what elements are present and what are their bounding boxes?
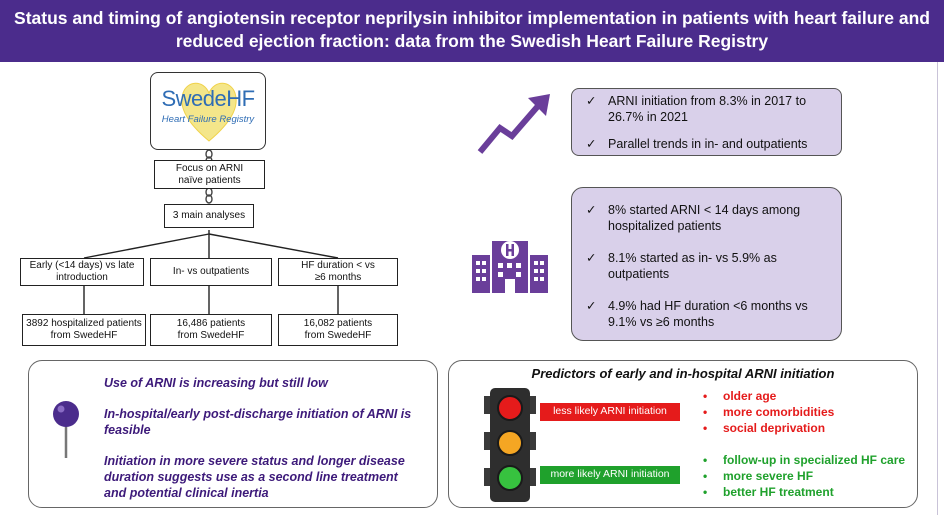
trend-point: ✓ Parallel trends in in- and outpatients [586, 137, 808, 151]
trend-up-icon [477, 94, 550, 154]
population-inout-box: 16,486 patients from SwedeHF [150, 314, 272, 346]
heart-icon [181, 82, 237, 142]
logo-name: SwedeHF [161, 86, 255, 111]
logo-subtitle: Heart Failure Registry [161, 114, 255, 125]
focus-box: Focus on ARNI naïve patients [154, 160, 265, 189]
more-likely-label: more likely ARNI initiation [540, 466, 680, 484]
trend-panel: ✓ ARNI initiation from 8.3% in 2017 to 2… [571, 88, 842, 156]
less-item: •older age [703, 389, 777, 403]
conclusions-panel [28, 360, 438, 508]
branch-duration-box: HF duration < vs ≥6 months [278, 258, 398, 286]
less-item: •social deprivation [703, 421, 826, 435]
page-frame [0, 62, 938, 515]
branch-early-label: Early (<14 days) vs late introduction [29, 260, 135, 283]
more-item: •follow-up in specialized HF care [703, 453, 906, 467]
branch-inout-label: In- vs outpatients [172, 266, 250, 277]
conclusion-3: Initiation in more severe status and lon… [104, 454, 405, 500]
more-item: •better HF treatment [703, 485, 834, 499]
check-icon: ✓ [586, 299, 597, 313]
title-line-2: reduced ejection fraction: data from the… [175, 31, 769, 51]
population-early-text: 3892 hospitalized patients from SwedeHF [26, 318, 142, 341]
conclusion-1: Use of ARNI is increasing but still low [104, 376, 328, 390]
hospital-point: ✓ 8.1% started as in- vs 5.9% as outpati… [586, 251, 777, 281]
trend-point: ✓ ARNI initiation from 8.3% in 2017 to 2… [586, 94, 807, 124]
check-icon: ✓ [586, 203, 597, 217]
swedehf-logo: SwedeHF Heart Failure Registry [150, 72, 266, 150]
pushpin-icon [53, 401, 79, 458]
title-line-1: Status and timing of angiotensin recepto… [14, 8, 930, 28]
analyses-text: 3 main analyses [172, 210, 246, 221]
hospital-point: ✓ 8% started ARNI < 14 days among hospit… [586, 203, 801, 233]
traffic-light-icon [484, 388, 536, 502]
population-early-box: 3892 hospitalized patients from SwedeHF [22, 314, 146, 346]
predictors-title: Predictors of early and in-hospital ARNI… [531, 366, 835, 381]
page-title: Status and timing of angiotensin recepto… [0, 0, 944, 62]
hospital-panel: ✓ 8% started ARNI < 14 days among hospit… [571, 187, 842, 341]
population-inout-text: 16,486 patients from SwedeHF [176, 318, 246, 341]
more-item: •more severe HF [703, 469, 814, 483]
conclusion-2: In-hospital/early post-discharge initiat… [104, 407, 412, 437]
population-duration-text: 16,082 patients from SwedeHF [303, 318, 373, 341]
less-likely-label: less likely ARNI initiation [540, 403, 680, 421]
focus-text: Focus on ARNI naïve patients [175, 162, 244, 186]
check-icon: ✓ [586, 94, 597, 108]
hospital-point: ✓ 4.9% had HF duration <6 months vs 9.1%… [586, 299, 808, 329]
branch-early-box: Early (<14 days) vs late introduction [20, 258, 144, 286]
check-icon: ✓ [586, 251, 597, 265]
branch-inout-box: In- vs outpatients [150, 258, 272, 286]
hospital-icon [472, 241, 548, 293]
analyses-box: 3 main analyses [164, 204, 254, 228]
less-item: •more comorbidities [703, 405, 835, 419]
branch-duration-label: HF duration < vs ≥6 months [301, 260, 375, 283]
check-icon: ✓ [586, 137, 597, 151]
population-duration-box: 16,082 patients from SwedeHF [278, 314, 398, 346]
